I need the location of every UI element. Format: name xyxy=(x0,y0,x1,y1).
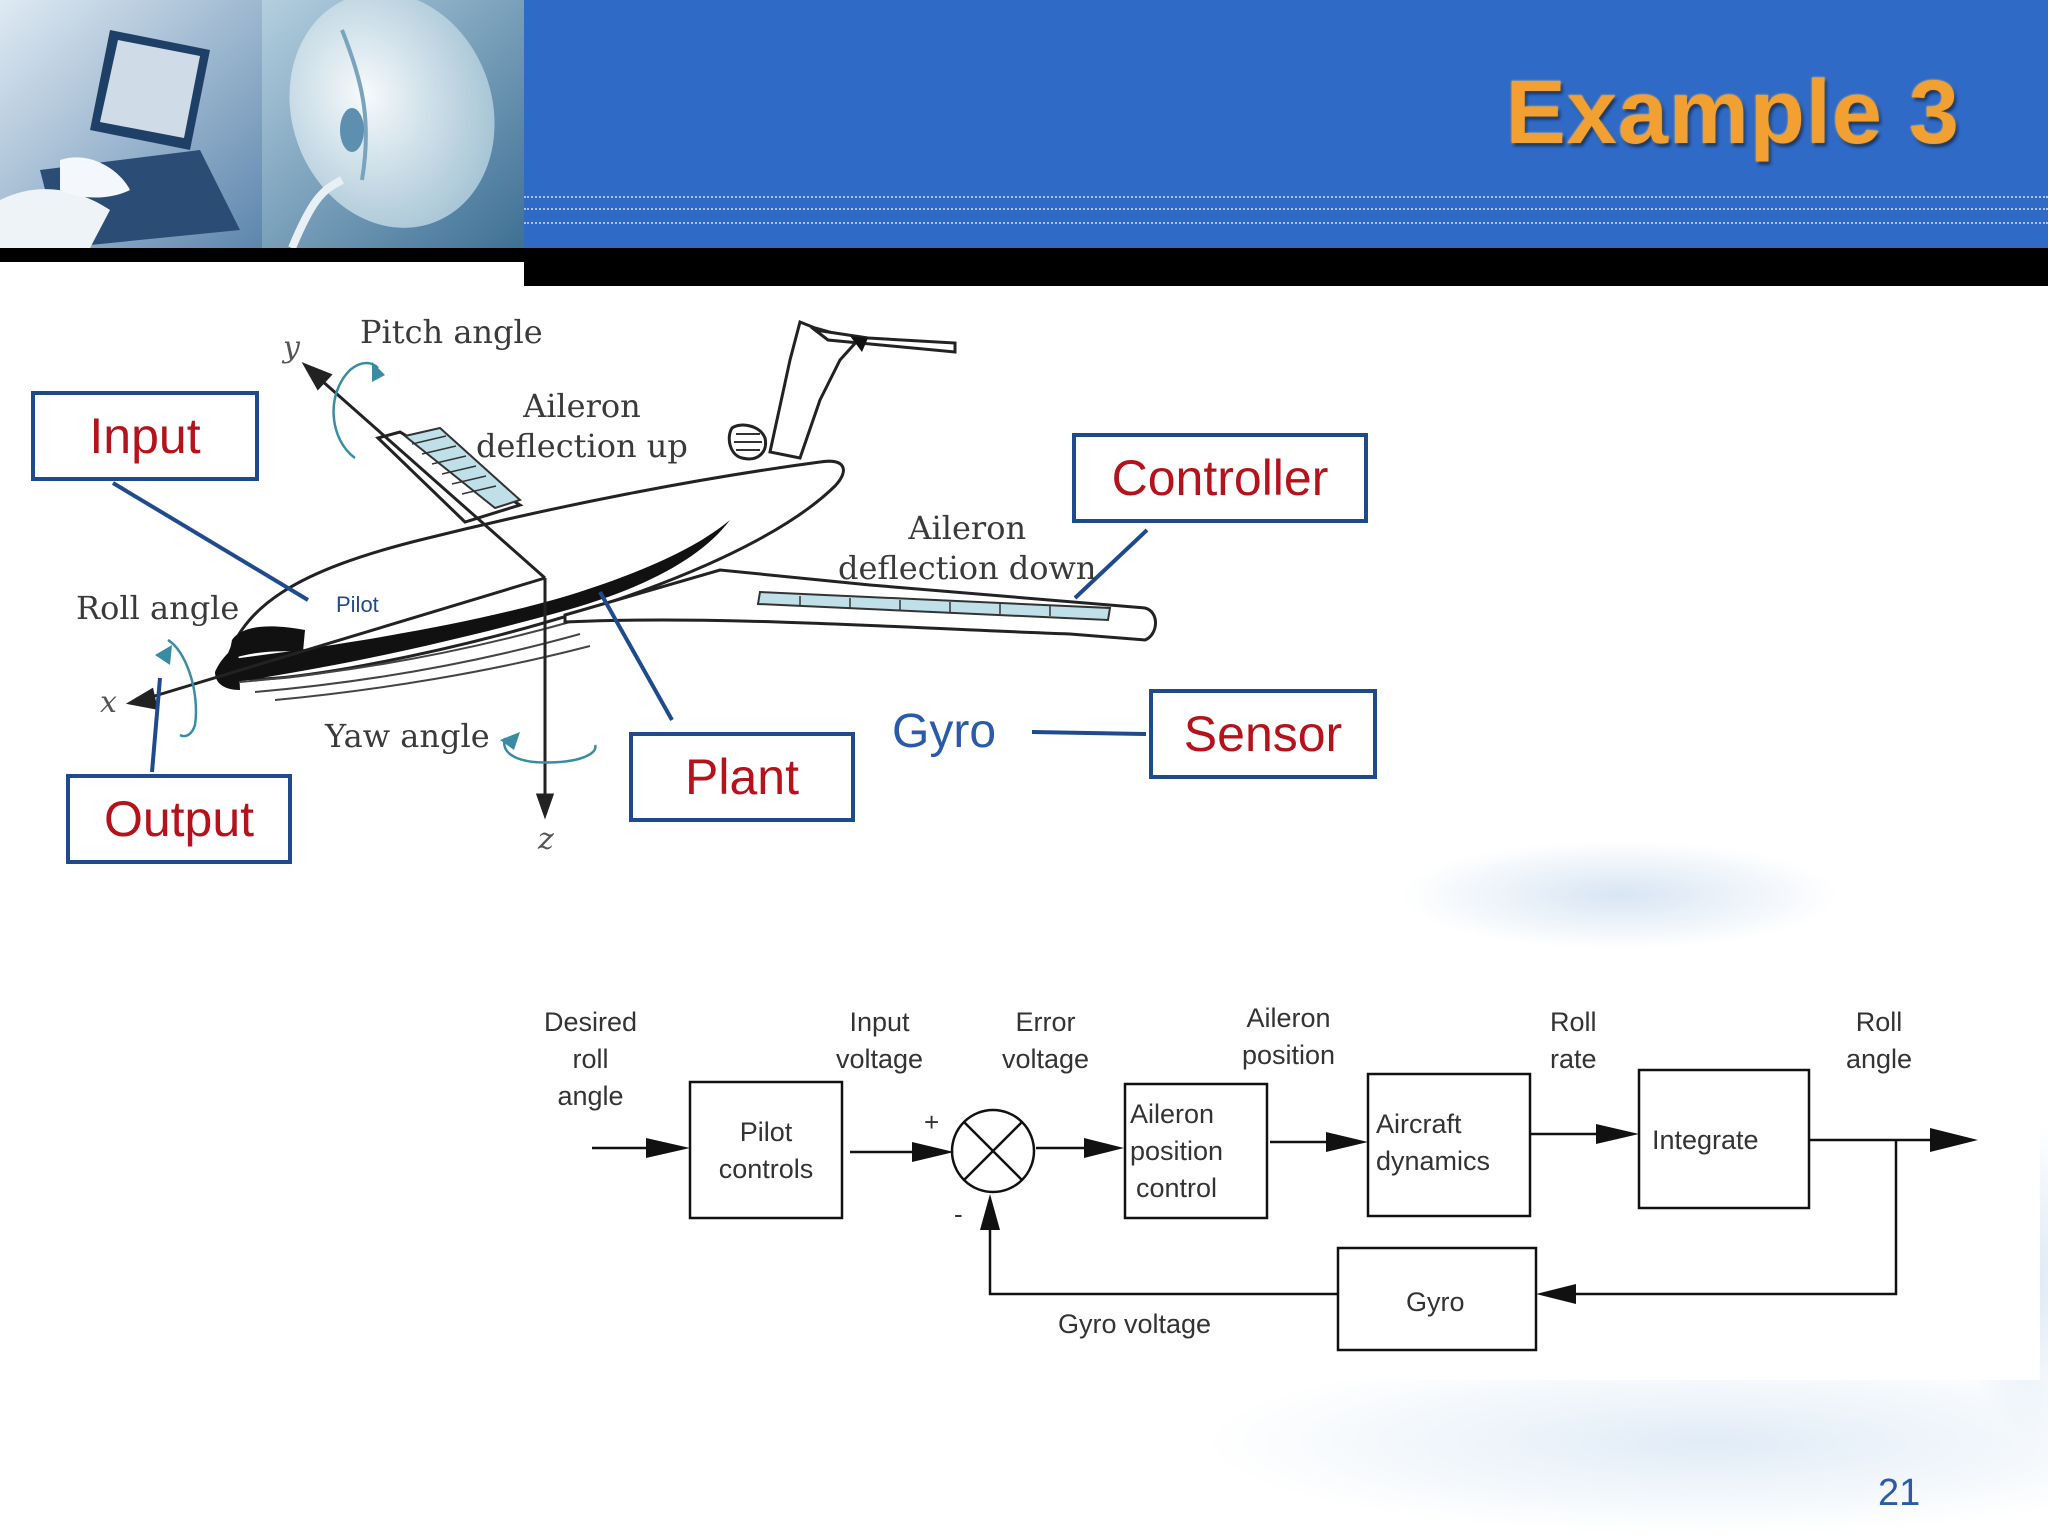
block-label-line: controls xyxy=(718,1154,814,1184)
aileron-position-label: Aileron position xyxy=(1242,1000,1335,1074)
gyro-voltage-path xyxy=(988,1218,1338,1296)
z-axis-label: z xyxy=(538,822,554,857)
header-divider xyxy=(524,222,2048,224)
signal-label-line: voltage xyxy=(836,1044,924,1074)
block-label-line: position xyxy=(1130,1136,1224,1166)
desired-roll-angle-label: Desired roll angle xyxy=(544,1004,637,1115)
roll-angle-output-label: Roll angle xyxy=(1846,1004,1912,1078)
block-label-line: Aircraft xyxy=(1376,1109,1462,1139)
arrowheads xyxy=(646,1124,1978,1304)
background-cloud xyxy=(1400,840,1840,950)
signal-label-line: position xyxy=(1242,1040,1336,1070)
gyro-block xyxy=(1336,1246,1538,1352)
aircraft-dynamics-block xyxy=(1366,1072,1532,1218)
yaw-angle-label: Yaw angle xyxy=(325,717,490,755)
yaw-rotation-arrow xyxy=(503,737,597,764)
signal-label-line: Roll xyxy=(1550,1007,1597,1037)
signal-label-line: Input xyxy=(849,1007,910,1037)
aircraft-dynamics-text: Aircraft dynamics xyxy=(1376,1106,1490,1180)
header-divider xyxy=(524,196,2048,198)
signal-label-line: Desired xyxy=(544,1007,638,1037)
signal-label-line: voltage xyxy=(1002,1044,1090,1074)
roll-rate-label: Roll rate xyxy=(1550,1004,1597,1078)
block-label-line: Pilot xyxy=(739,1117,793,1147)
aileron-up xyxy=(402,426,522,510)
input-voltage-label: Input voltage xyxy=(836,1004,923,1078)
y-axis-label: y xyxy=(283,330,300,365)
callout-leaders xyxy=(111,481,1149,773)
aileron-down-label-line: deflection down xyxy=(838,549,1097,587)
signal-label-line: roll xyxy=(572,1044,609,1074)
aileron-up-label: Aileron deflection up xyxy=(476,386,688,466)
feedback-path xyxy=(1572,1140,1898,1296)
block-label-line: Aileron xyxy=(1130,1099,1215,1129)
pitch-angle-label: Pitch angle xyxy=(360,313,543,351)
laptop-photo xyxy=(0,0,262,248)
aileron-up-label-line: deflection up xyxy=(476,427,688,465)
aileron-position-control-text: Aileron position control xyxy=(1130,1096,1223,1207)
integrate-text: Integrate xyxy=(1652,1125,1759,1155)
pilot-controls-block xyxy=(688,1080,844,1220)
slide-header: Example 3 xyxy=(0,0,2048,286)
header-band xyxy=(524,0,2048,248)
output-callout: Output xyxy=(66,774,292,864)
roll-angle-label: Roll angle xyxy=(76,589,240,627)
header-divider xyxy=(524,208,2048,210)
computer-mouse-photo xyxy=(262,0,524,248)
signal-label-line: Aileron xyxy=(1246,1003,1331,1033)
input-callout: Input xyxy=(31,391,259,481)
gyro-voltage-label: Gyro voltage xyxy=(1058,1309,1212,1339)
aileron-position-control-block xyxy=(1123,1082,1269,1220)
gyro-block-text: Gyro xyxy=(1406,1287,1465,1317)
summing-minus-sign: - xyxy=(954,1199,963,1229)
page-number: 21 xyxy=(1878,1472,1921,1514)
aileron-down xyxy=(756,590,1112,622)
pitch-rotation-arrow xyxy=(332,361,379,460)
slide-title: Example 3 xyxy=(1505,63,1960,163)
body-axes xyxy=(125,362,555,820)
cockpit-window xyxy=(228,626,305,660)
plant-callout: Plant xyxy=(629,732,855,822)
gyro-label: Gyro xyxy=(892,705,997,758)
header-bar xyxy=(0,248,524,262)
signal-label-line: Roll xyxy=(1855,1007,1903,1037)
airplane-illustration xyxy=(111,319,1157,820)
sensor-callout: Sensor xyxy=(1149,689,1377,779)
x-axis-label: x xyxy=(100,685,117,720)
pilot-controls-text: Pilot controls xyxy=(698,1114,834,1188)
pilot-label: Pilot xyxy=(336,592,379,617)
controller-callout: Controller xyxy=(1072,433,1368,523)
integrate-block xyxy=(1637,1068,1811,1210)
signal-label-line: Error xyxy=(1015,1007,1076,1037)
aileron-up-label-line: Aileron xyxy=(523,387,641,425)
signal-label-line: rate xyxy=(1550,1044,1597,1074)
summing-plus-sign: + xyxy=(924,1107,940,1137)
signal-label-line: angle xyxy=(1846,1044,1913,1074)
block-label-line: control xyxy=(1136,1173,1218,1203)
block-label-line: dynamics xyxy=(1376,1146,1491,1176)
horizontal-stabilizer xyxy=(809,327,957,354)
aileron-down-label: Aileron deflection down xyxy=(838,508,1097,588)
signal-label-line: angle xyxy=(557,1081,624,1111)
fuselage-stripe xyxy=(225,520,730,682)
error-voltage-label: Error voltage xyxy=(1002,1004,1089,1078)
roll-rotation-arrow xyxy=(167,638,198,738)
header-bar xyxy=(524,248,2048,286)
background-cloud xyxy=(1200,1380,2048,1536)
aileron-down-label-line: Aileron xyxy=(908,509,1027,547)
